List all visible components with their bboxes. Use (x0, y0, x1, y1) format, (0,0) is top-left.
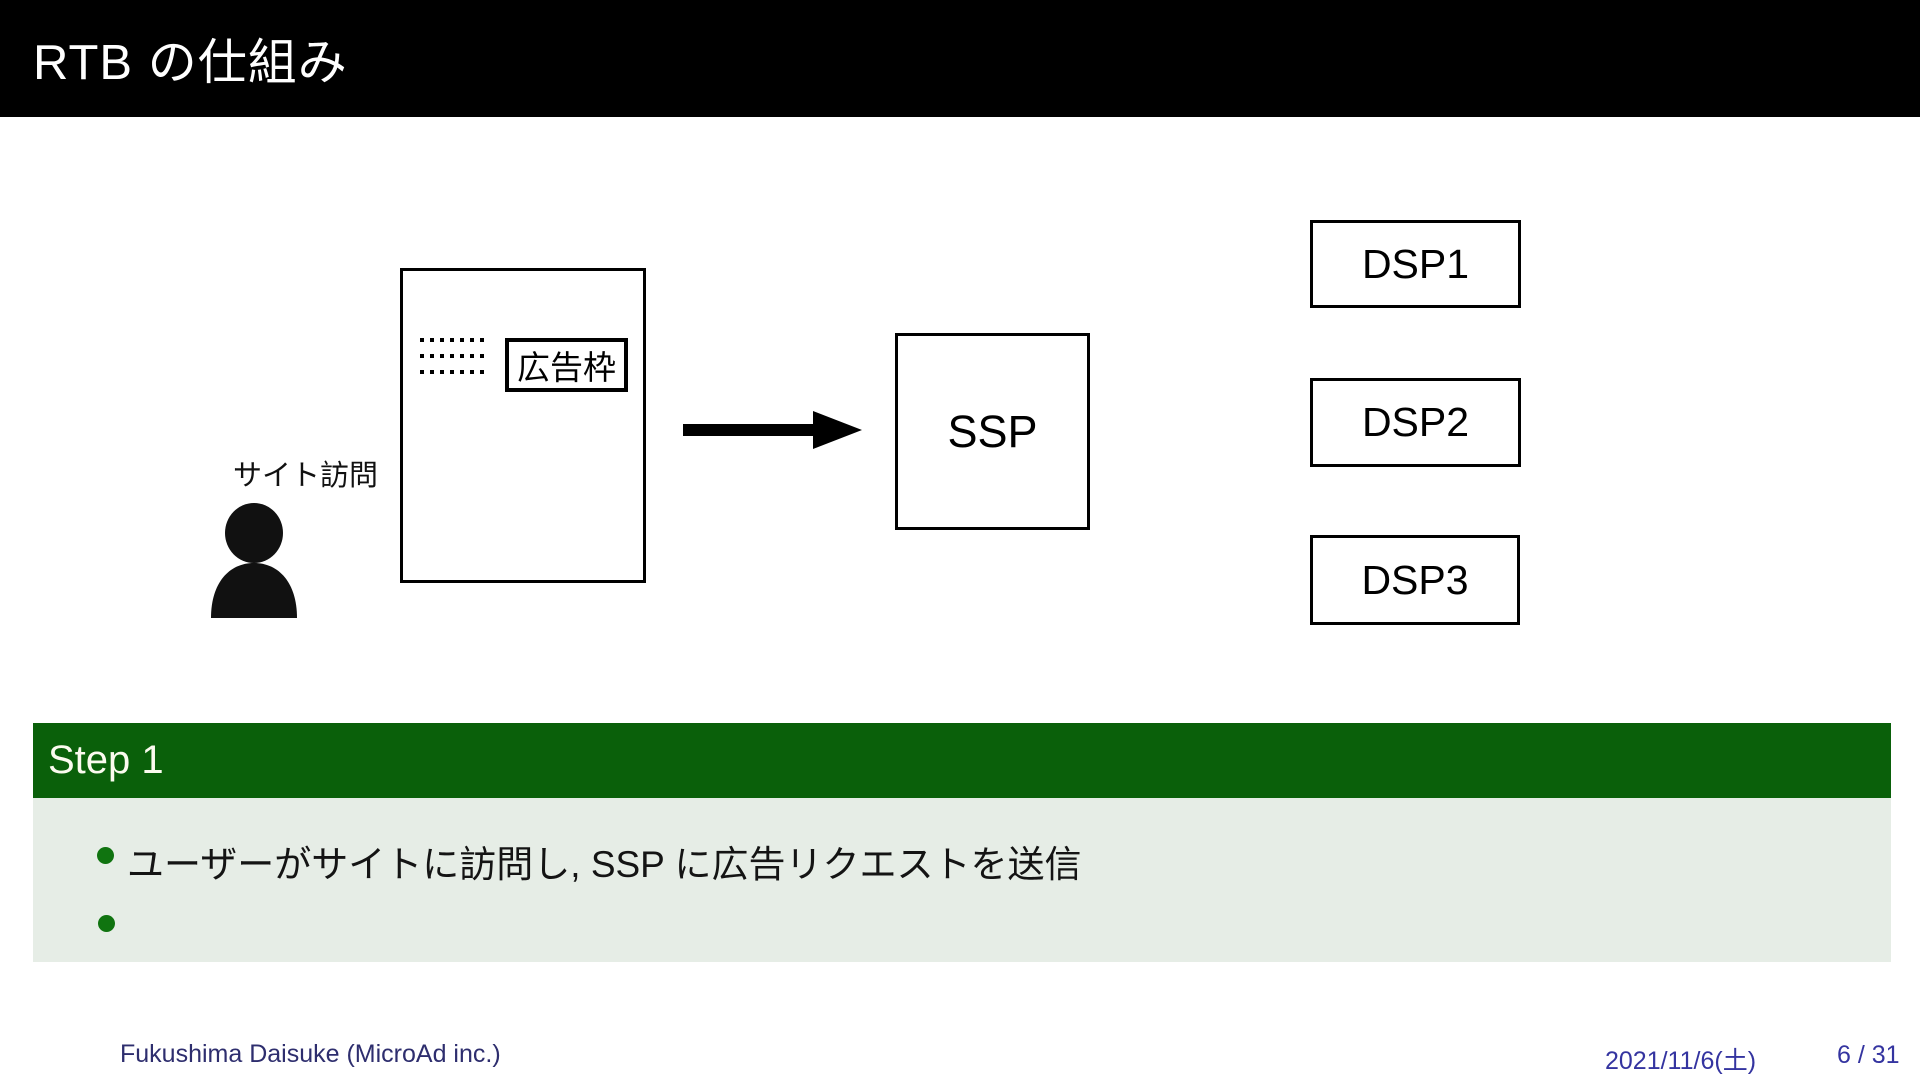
ssp-box: SSP (895, 333, 1090, 530)
ad-slot-label: 広告枠 (517, 349, 616, 386)
ssp-label: SSP (947, 405, 1038, 457)
ad-slot-box: 広告枠 (505, 338, 628, 392)
dsp3-box: DSP3 (1310, 535, 1520, 625)
bullet-text: ユーザーがサイトに訪問し, SSP に広告リクエストを送信 (127, 844, 1082, 885)
dsp1-label: DSP1 (1361, 240, 1470, 287)
slide-title: RTB の仕組み (33, 36, 348, 90)
dotted-line (420, 338, 488, 342)
webpage-box (400, 268, 646, 583)
bullet-dot (97, 847, 114, 864)
slide-title-bar: RTB の仕組み (0, 0, 1920, 117)
footer-date: 2021/11/6(土) (1605, 1047, 1757, 1075)
step-block-title: Step 1 (48, 738, 164, 782)
step-block: Step 1 ユーザーがサイトに訪問し, SSP に広告リクエストを送信 (33, 723, 1891, 962)
dsp3-label: DSP3 (1361, 556, 1469, 603)
dsp2-box: DSP2 (1310, 378, 1521, 467)
bullet-dot (98, 915, 115, 932)
step-block-header: Step 1 (33, 723, 1891, 798)
step-block-body: ユーザーがサイトに訪問し, SSP に広告リクエストを送信 (33, 798, 1891, 962)
footer-author: Fukushima Daisuke (MicroAd inc.) (120, 1040, 501, 1068)
dsp2-label: DSP2 (1361, 399, 1470, 445)
arrow-right-icon (683, 411, 862, 449)
dsp1-box: DSP1 (1310, 220, 1521, 308)
dotted-line (420, 370, 488, 374)
webpage-text-lines (420, 338, 490, 386)
footer-page-number: 6 / 31 (1837, 1041, 1900, 1069)
person-icon (211, 503, 297, 618)
visitor-label: サイト訪問 (233, 460, 379, 492)
dotted-line (420, 354, 488, 358)
